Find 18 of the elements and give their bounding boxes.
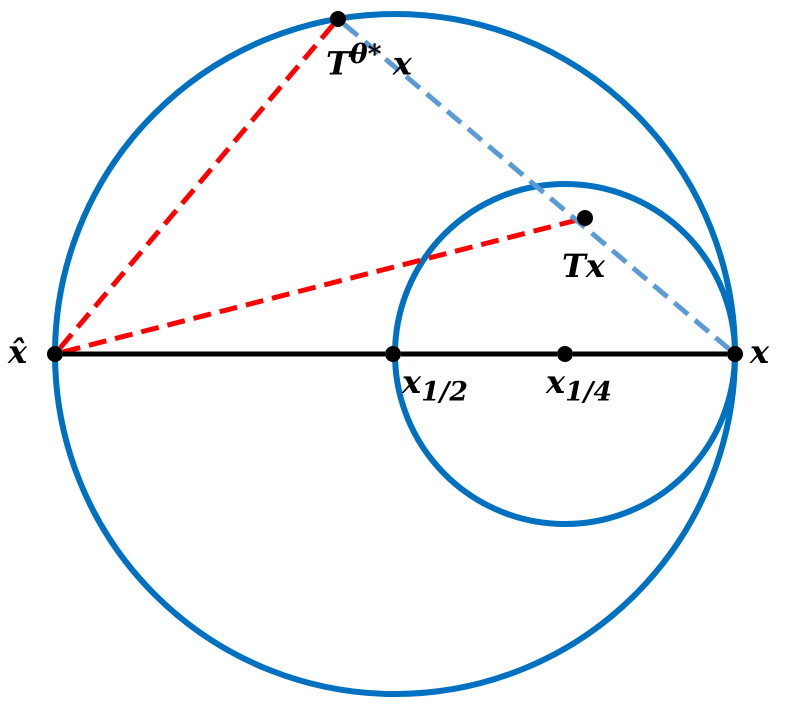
point-label: x$_{1/4}$	[546, 366, 612, 406]
point-dot	[727, 346, 743, 362]
point-dot	[330, 11, 346, 27]
point-label: x̂	[8, 336, 28, 368]
line-segment	[573, 352, 727, 356]
point-label: x$_{1/2}$	[402, 366, 468, 406]
dashed-line	[342, 22, 730, 351]
point-dot	[385, 346, 401, 362]
point-dot	[557, 346, 573, 362]
point-label: x	[750, 336, 770, 368]
point-label: T$^{θ*}$ x	[326, 42, 412, 80]
line-segment	[63, 352, 385, 356]
point-label: Tx	[562, 250, 605, 282]
dashed-line	[58, 24, 335, 350]
point-dot	[47, 346, 63, 362]
dashed-line	[62, 218, 578, 354]
point-dot	[577, 210, 593, 226]
line-segment	[401, 352, 557, 356]
